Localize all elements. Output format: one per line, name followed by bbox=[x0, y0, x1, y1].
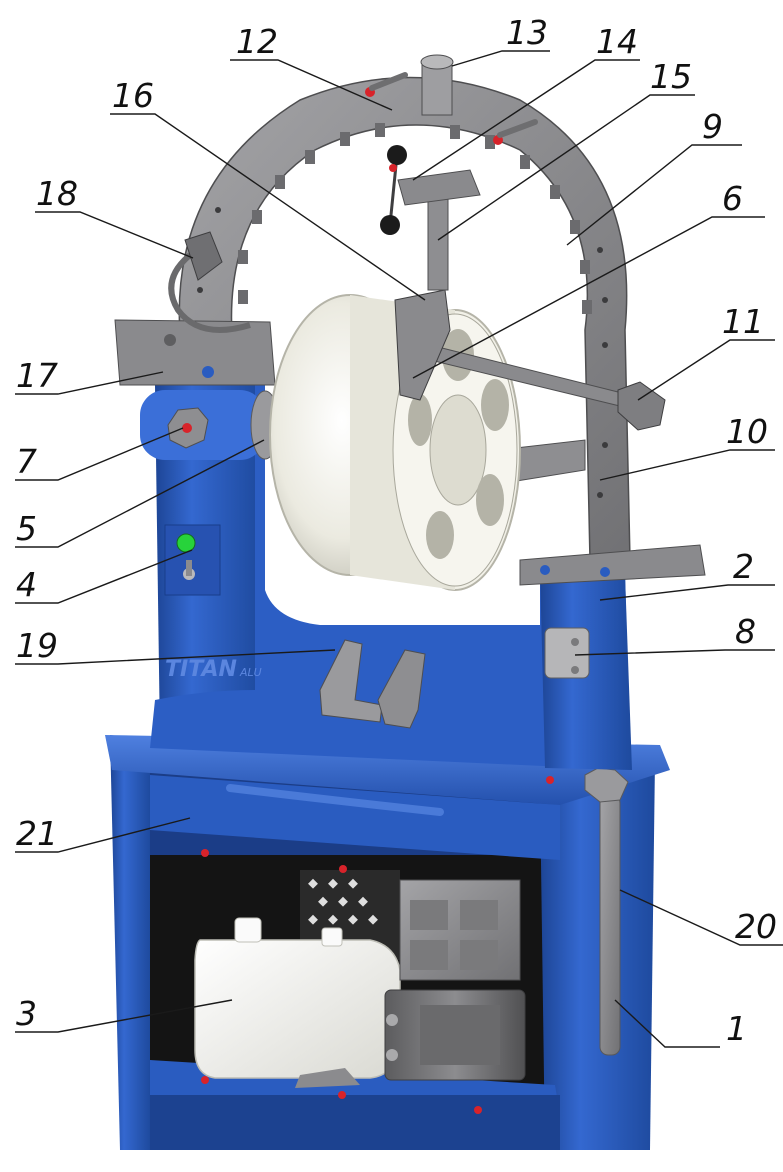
hydraulic-hose bbox=[168, 231, 251, 333]
leader-9 bbox=[566, 144, 742, 246]
support-stands bbox=[319, 639, 426, 729]
callout-19: 19 bbox=[16, 626, 58, 665]
callout-5: 5 bbox=[16, 509, 37, 548]
brand-text: TITAN bbox=[165, 657, 237, 682]
leader-21 bbox=[15, 817, 191, 853]
callout-leaders bbox=[15, 50, 783, 1048]
base-cabinet bbox=[105, 735, 670, 1150]
callout-7: 7 bbox=[16, 442, 37, 481]
callout-17: 17 bbox=[16, 356, 58, 395]
power-indicator-icon bbox=[176, 533, 196, 553]
leader-6 bbox=[412, 216, 765, 379]
callout-11: 11 bbox=[722, 302, 764, 341]
callout-14: 14 bbox=[596, 22, 638, 61]
leader-11 bbox=[637, 339, 775, 401]
callout-labels: 1 2 3 4 5 6 7 8 9 10 11 12 13 14 15 16 1… bbox=[16, 13, 777, 1048]
leader-19 bbox=[15, 649, 336, 665]
leader-20 bbox=[619, 889, 783, 946]
callout-4: 4 bbox=[16, 565, 37, 604]
leader-18 bbox=[35, 211, 194, 259]
spare-lever bbox=[584, 767, 629, 1056]
leader-13 bbox=[451, 50, 550, 67]
leader-7 bbox=[15, 427, 184, 481]
callout-1: 1 bbox=[726, 1009, 747, 1048]
clamp-handwheel bbox=[167, 407, 209, 449]
callout-13: 13 bbox=[506, 13, 548, 52]
hydraulic-valve-block bbox=[399, 879, 521, 981]
motor-mount bbox=[295, 1068, 360, 1088]
callout-9: 9 bbox=[702, 107, 723, 146]
hydraulic-tank bbox=[194, 917, 401, 1079]
callout-3: 3 bbox=[16, 994, 37, 1033]
leader-8 bbox=[574, 649, 775, 656]
leader-3 bbox=[15, 999, 233, 1033]
callout-18: 18 bbox=[36, 174, 78, 213]
leader-16 bbox=[110, 113, 426, 301]
callout-21: 21 bbox=[16, 814, 58, 853]
callout-12: 12 bbox=[236, 22, 278, 61]
leader-17 bbox=[15, 371, 164, 395]
top-assembly bbox=[365, 54, 538, 291]
leader-15 bbox=[437, 94, 695, 241]
pressing-tool bbox=[394, 289, 451, 401]
leader-12 bbox=[230, 59, 393, 111]
leader-5 bbox=[15, 439, 265, 548]
electric-motor bbox=[384, 989, 526, 1081]
leader-14 bbox=[412, 59, 640, 181]
brand-suffix: ALU bbox=[239, 666, 262, 679]
callout-2: 2 bbox=[733, 547, 754, 586]
callout-6: 6 bbox=[722, 179, 743, 218]
hub-housing bbox=[140, 390, 280, 460]
leader-1 bbox=[614, 999, 720, 1048]
leader-4 bbox=[15, 549, 193, 604]
brand-logo: TITAN ALU bbox=[165, 657, 262, 682]
callout-8: 8 bbox=[735, 612, 756, 651]
callout-10: 10 bbox=[726, 412, 768, 451]
callout-15: 15 bbox=[650, 57, 692, 96]
callout-20: 20 bbox=[735, 907, 777, 946]
control-panel bbox=[164, 524, 221, 596]
leader-2 bbox=[599, 584, 775, 601]
tool-holder bbox=[544, 627, 590, 679]
leader-10 bbox=[599, 449, 775, 481]
alloy-wheel bbox=[269, 294, 521, 591]
callout-16: 16 bbox=[112, 76, 154, 115]
